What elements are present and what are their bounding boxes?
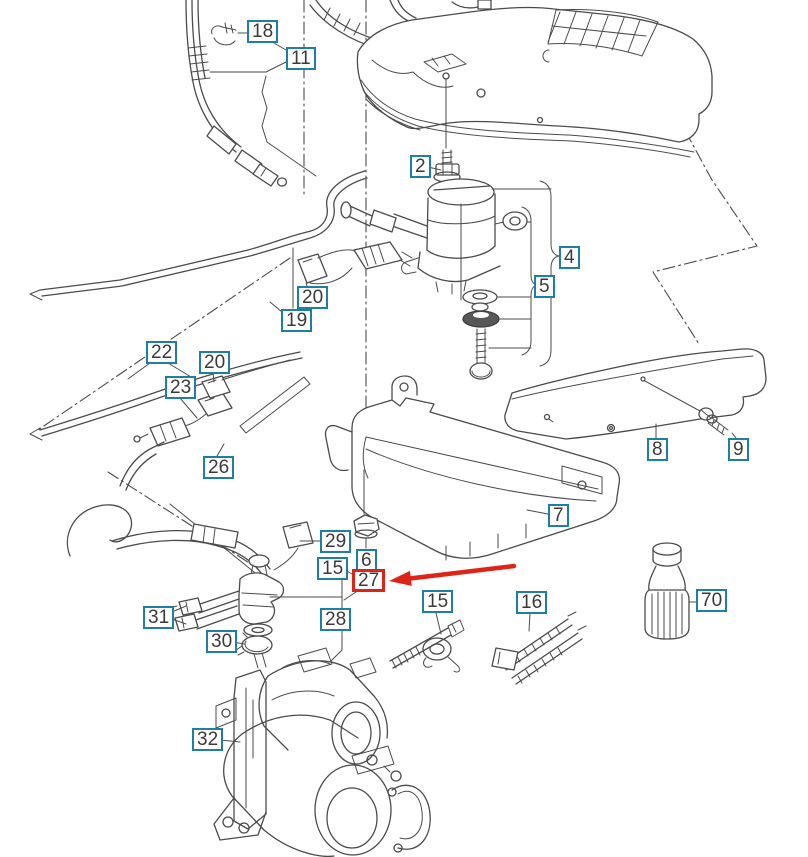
callout-label: 11 — [291, 48, 311, 69]
callout-label: 29 — [325, 531, 347, 552]
callout-29[interactable]: 29 — [320, 530, 352, 553]
callout-label: 8 — [652, 439, 663, 460]
callout-label: 15 — [322, 558, 344, 579]
callout-label: 16 — [521, 592, 543, 613]
callout-2[interactable]: 2 — [410, 155, 431, 178]
wiring-harness — [29, 351, 311, 573]
callout-label: 4 — [564, 247, 575, 268]
callout-label: 31 — [148, 607, 170, 628]
callout-label: 30 — [211, 631, 233, 652]
callout-label: 20 — [302, 287, 324, 308]
fuel-tank — [356, 6, 713, 158]
callout-16[interactable]: 16 — [516, 591, 548, 614]
callout-label: 9 — [733, 439, 744, 460]
callout-label: 32 — [197, 729, 219, 750]
callout-30[interactable]: 30 — [206, 630, 238, 653]
callout-label: 18 — [252, 21, 274, 42]
callout-70[interactable]: 70 — [696, 589, 728, 612]
callout-19[interactable]: 19 — [281, 309, 313, 332]
callout-20[interactable]: 20 — [297, 286, 329, 309]
callout-label: 27 — [358, 570, 380, 591]
callout-label: 19 — [286, 310, 308, 331]
callout-22[interactable]: 22 — [146, 341, 178, 364]
callout-5[interactable]: 5 — [534, 275, 555, 298]
callout-28[interactable]: 28 — [320, 608, 352, 631]
callout-label: 23 — [170, 377, 192, 398]
callout-20[interactable]: 20 — [199, 351, 231, 374]
callout-label: 26 — [208, 457, 230, 478]
heat-shield — [504, 348, 767, 440]
tie-16 — [491, 611, 587, 685]
callout-9[interactable]: 9 — [728, 438, 749, 461]
retaining-clip — [211, 22, 237, 46]
callout-15[interactable]: 15 — [317, 557, 349, 580]
callout-4[interactable]: 4 — [559, 246, 580, 269]
fuel-line-assembly — [185, 0, 317, 187]
callout-label: 6 — [361, 550, 372, 571]
callout-8[interactable]: 8 — [647, 438, 668, 461]
callout-label: 7 — [553, 505, 564, 526]
callout-11[interactable]: 11 — [286, 47, 316, 70]
callout-7[interactable]: 7 — [548, 504, 569, 527]
callout-15[interactable]: 15 — [422, 590, 454, 613]
callout-32[interactable]: 32 — [192, 728, 224, 751]
callout-label: 22 — [151, 342, 173, 363]
callout-23[interactable]: 23 — [165, 376, 197, 399]
callout-label: 70 — [701, 590, 723, 611]
callout-label: 15 — [427, 591, 449, 612]
screw-15 — [389, 612, 465, 673]
screw-9 — [698, 407, 729, 436]
turbocharger-dpf — [213, 647, 431, 857]
callout-26[interactable]: 26 — [203, 456, 235, 479]
callout-27[interactable]: 27 — [352, 569, 386, 592]
callout-label: 2 — [415, 156, 426, 177]
callout-18[interactable]: 18 — [247, 20, 279, 43]
callout-label: 20 — [204, 352, 226, 373]
dosing-valve-cluster — [66, 504, 357, 669]
callout-31[interactable]: 31 — [143, 606, 175, 629]
construction-lines — [37, 0, 758, 567]
callout-label: 28 — [325, 609, 347, 630]
additive-bottle — [644, 542, 697, 640]
callout-label: 5 — [539, 276, 550, 297]
highlight-arrow — [389, 563, 517, 586]
